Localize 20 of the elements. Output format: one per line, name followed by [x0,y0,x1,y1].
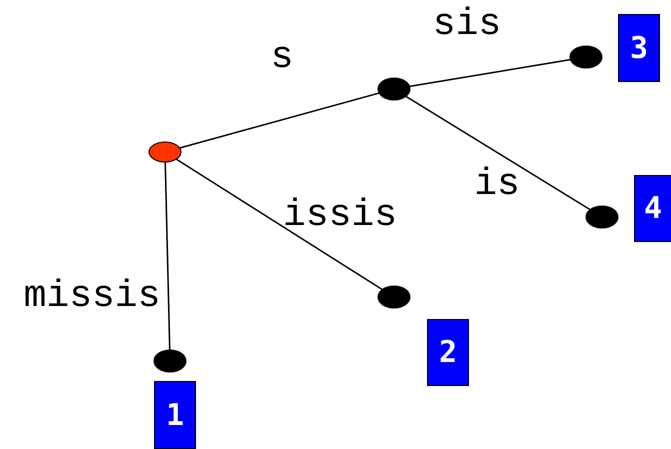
connector-line [179,92,380,149]
edge-label: is [474,166,520,204]
connector-line [164,162,170,350]
edge-label: issis [282,197,398,235]
connector-line [409,58,571,88]
edge-label: s [270,39,294,77]
tree-node [377,77,411,101]
leaf-number: 3 [618,14,660,82]
connector-line [406,96,590,210]
leaf-number: 2 [427,318,469,386]
edge-label: sis [432,6,502,44]
tree-node [153,349,187,373]
tree-node [377,285,411,309]
leaf-number: 1 [154,381,196,449]
leaf-number: 4 [634,174,671,242]
tree-node [569,45,603,69]
root-node [148,141,182,163]
connector-line [176,158,383,290]
tree-node [585,205,619,229]
edge-label: missis [24,278,160,316]
